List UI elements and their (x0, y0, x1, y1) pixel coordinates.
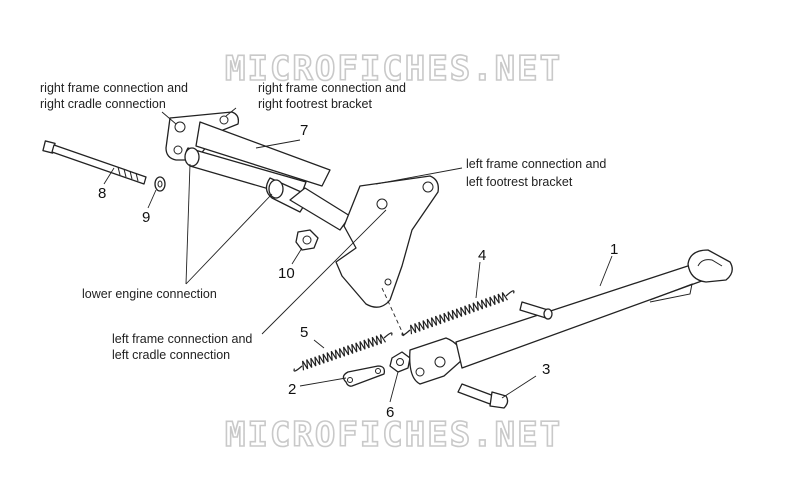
nut-part-6 (389, 351, 411, 373)
label-left-frame-footrest-2: left footrest bracket (466, 175, 573, 189)
label-right-frame-footrest-2: right footrest bracket (258, 97, 372, 111)
label-right-frame-cradle-1: right frame connection and (40, 81, 188, 95)
label-right-frame-cradle-2: right cradle connection (40, 97, 166, 111)
spring-part-5 (293, 332, 393, 372)
callout-6: 6 (386, 404, 394, 421)
label-left-frame-footrest-1: left frame connection and (466, 157, 606, 171)
callout-1: 1 (610, 241, 618, 258)
callout-7: 7 (300, 122, 308, 139)
long-bolt-part-8 (42, 140, 147, 185)
callout-5: 5 (300, 324, 308, 341)
callout-10: 10 (278, 265, 295, 282)
washer-part-9 (154, 176, 166, 192)
callout-8: 8 (98, 185, 106, 202)
side-stand-part-1 (409, 249, 733, 385)
watermark-top: MICROFICHES.NET (225, 49, 562, 89)
nut-part-10 (295, 229, 319, 251)
label-lower-engine: lower engine connection (82, 287, 217, 301)
leader-lines (103, 107, 613, 403)
callout-4: 4 (478, 247, 486, 264)
bolt-part-3 (457, 383, 509, 409)
label-left-frame-cradle-1: left frame connection and (112, 332, 252, 346)
callout-9: 9 (142, 209, 150, 226)
bracket-assembly-part-7 (165, 111, 439, 308)
label-right-frame-footrest-1: right frame connection and (258, 81, 406, 95)
watermark-bottom: MICROFICHES.NET (225, 415, 562, 455)
link-plate-part-2 (342, 365, 386, 387)
callout-2: 2 (288, 381, 296, 398)
label-left-frame-cradle-2: left cradle connection (112, 348, 230, 362)
callout-3: 3 (542, 361, 550, 378)
